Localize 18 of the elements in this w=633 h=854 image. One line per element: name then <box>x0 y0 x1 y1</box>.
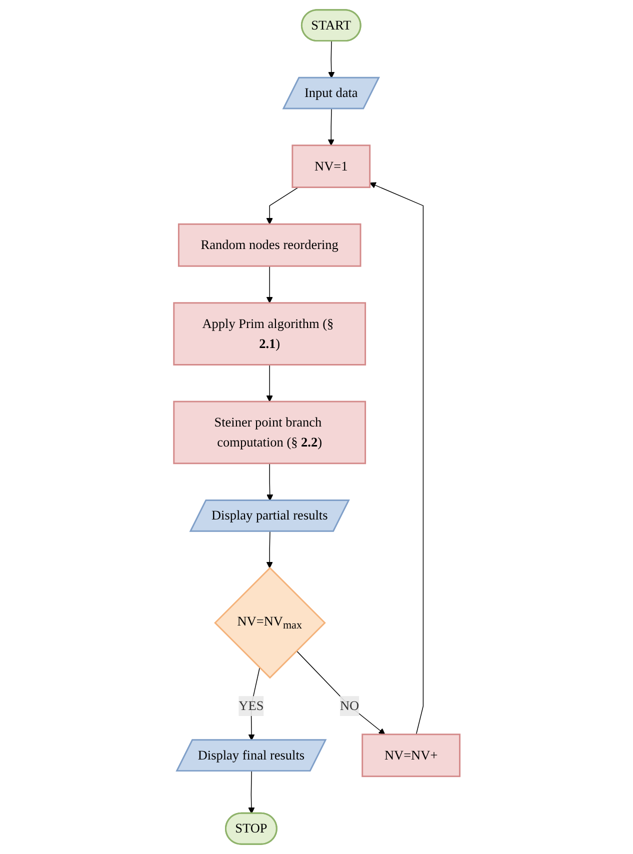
node-diamond: NV=NV$_{max}$ <box>214 566 326 679</box>
arrow <box>328 108 334 146</box>
edge-label: NO <box>340 698 359 714</box>
arrow <box>328 40 334 78</box>
arrow <box>266 186 298 224</box>
edge-label: YES <box>238 698 264 714</box>
node-box: Random nodes reordering <box>178 223 361 267</box>
arrow <box>266 531 272 568</box>
node-box: Steiner point branch computation (§ 2.2) <box>172 400 366 464</box>
arrow <box>296 650 385 735</box>
arrow <box>369 182 424 735</box>
arrow <box>248 770 254 814</box>
arrow <box>266 266 272 304</box>
node-box: NV=NV+ <box>361 734 460 778</box>
arrow <box>266 463 273 501</box>
node-box: Apply Prim algorithm (§ 2.1) <box>172 302 366 366</box>
arrow <box>266 364 272 402</box>
node-box: NV=1 <box>291 144 370 188</box>
